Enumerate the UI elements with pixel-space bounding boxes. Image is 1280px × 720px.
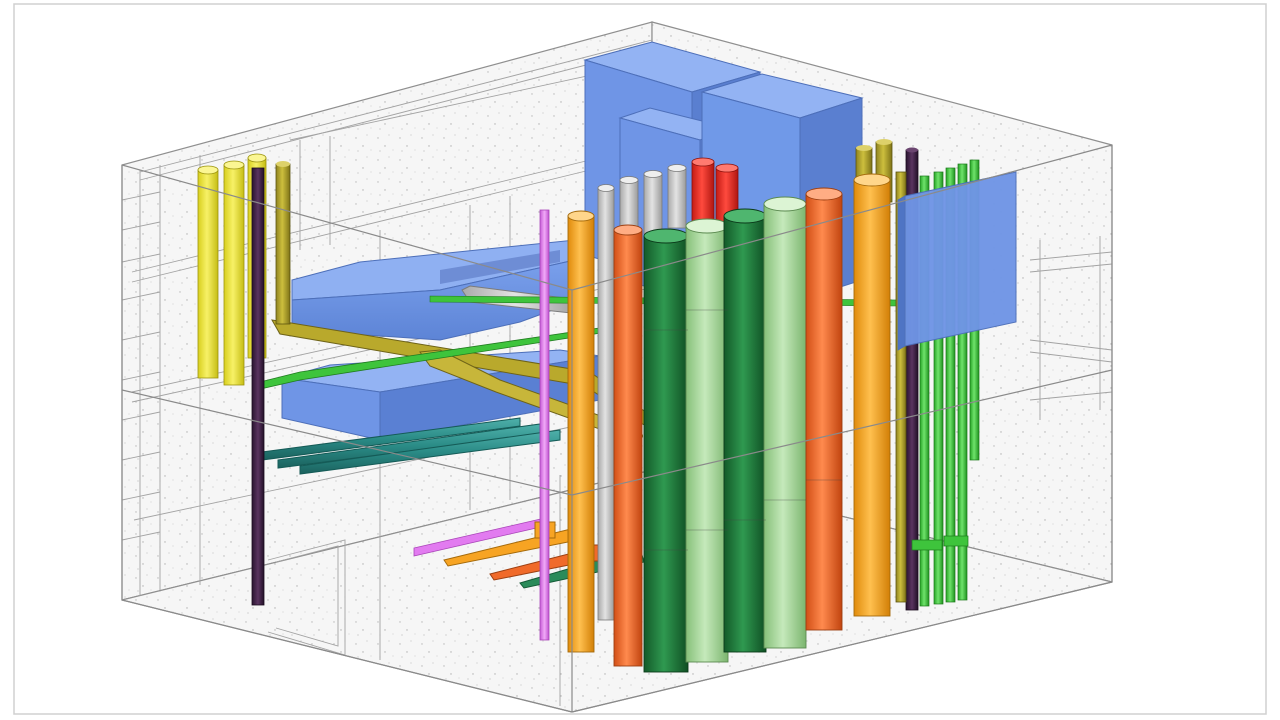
pipe-green-light-2 [763, 203, 807, 649]
pipe-green-bright-3 [945, 167, 956, 603]
pipe-purple-left [251, 167, 265, 606]
pipe-orange-red-2 [805, 193, 843, 631]
pipe-grey-4 [667, 167, 687, 229]
vertical-pipes [197, 139, 980, 673]
pipe-green-bright-1 [919, 175, 930, 607]
pipe-grey-1 [597, 187, 615, 621]
pipe-olive-left [275, 163, 291, 325]
shaft-front-edges [121, 144, 1113, 713]
duct-panel-right [897, 171, 1017, 351]
pipe-olive-right-3 [895, 171, 907, 603]
pipe-green-dark-1 [643, 235, 689, 673]
pipe-orange-red-1 [613, 229, 643, 667]
pipe-green-bright-2 [933, 171, 944, 605]
frame-border [13, 3, 1267, 715]
pipe-yellow-1 [197, 169, 219, 379]
pipe-grey-3 [643, 173, 663, 235]
pipe-green-bright-4 [957, 163, 968, 601]
pipe-orange-2 [853, 179, 891, 617]
pipe-green-light-1 [685, 225, 729, 663]
pipe-magenta [539, 209, 550, 641]
pipe-green-dark-2 [723, 215, 767, 653]
